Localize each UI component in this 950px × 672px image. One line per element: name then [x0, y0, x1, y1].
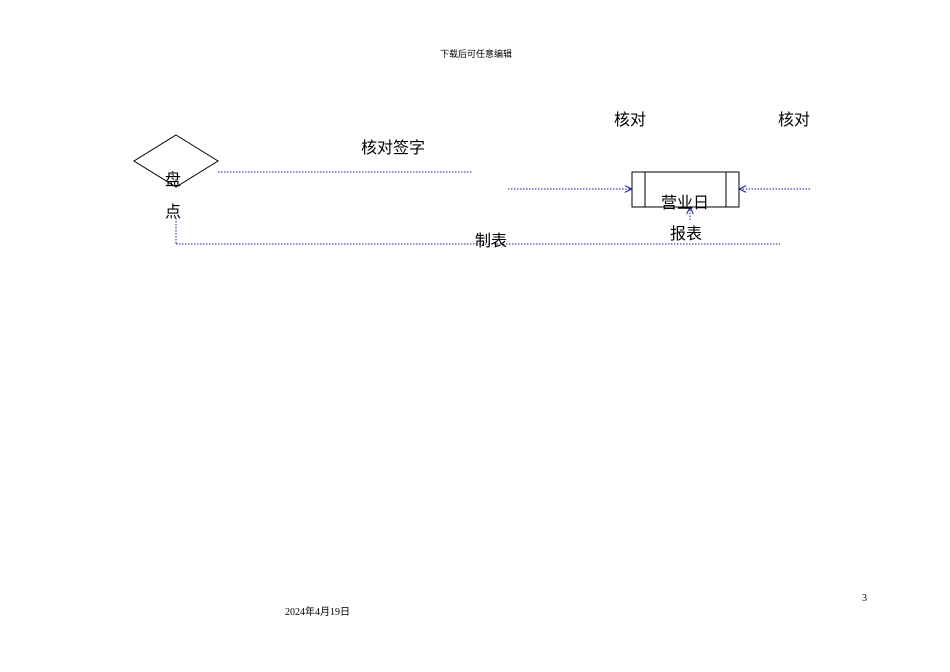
label-check-2: 核对 — [778, 110, 811, 129]
daily-report-box — [631, 171, 740, 208]
label-check-sign: 核对签字 — [361, 138, 426, 157]
page-header: 下载后可任意编辑 — [440, 50, 513, 60]
label-inventory-line2: 点 — [165, 202, 182, 221]
label-inventory-line1: 盘 — [165, 170, 182, 189]
inventory-decision-diamond — [133, 134, 219, 188]
page-number: 3 — [862, 593, 867, 604]
label-daily-report-line2: 报表 — [670, 224, 703, 243]
label-make-report: 制表 — [475, 231, 508, 250]
label-daily-report-line1: 营业日 — [661, 193, 710, 212]
footer-date: 2024年4月19日 — [285, 607, 350, 618]
label-check-1: 核对 — [614, 110, 647, 129]
